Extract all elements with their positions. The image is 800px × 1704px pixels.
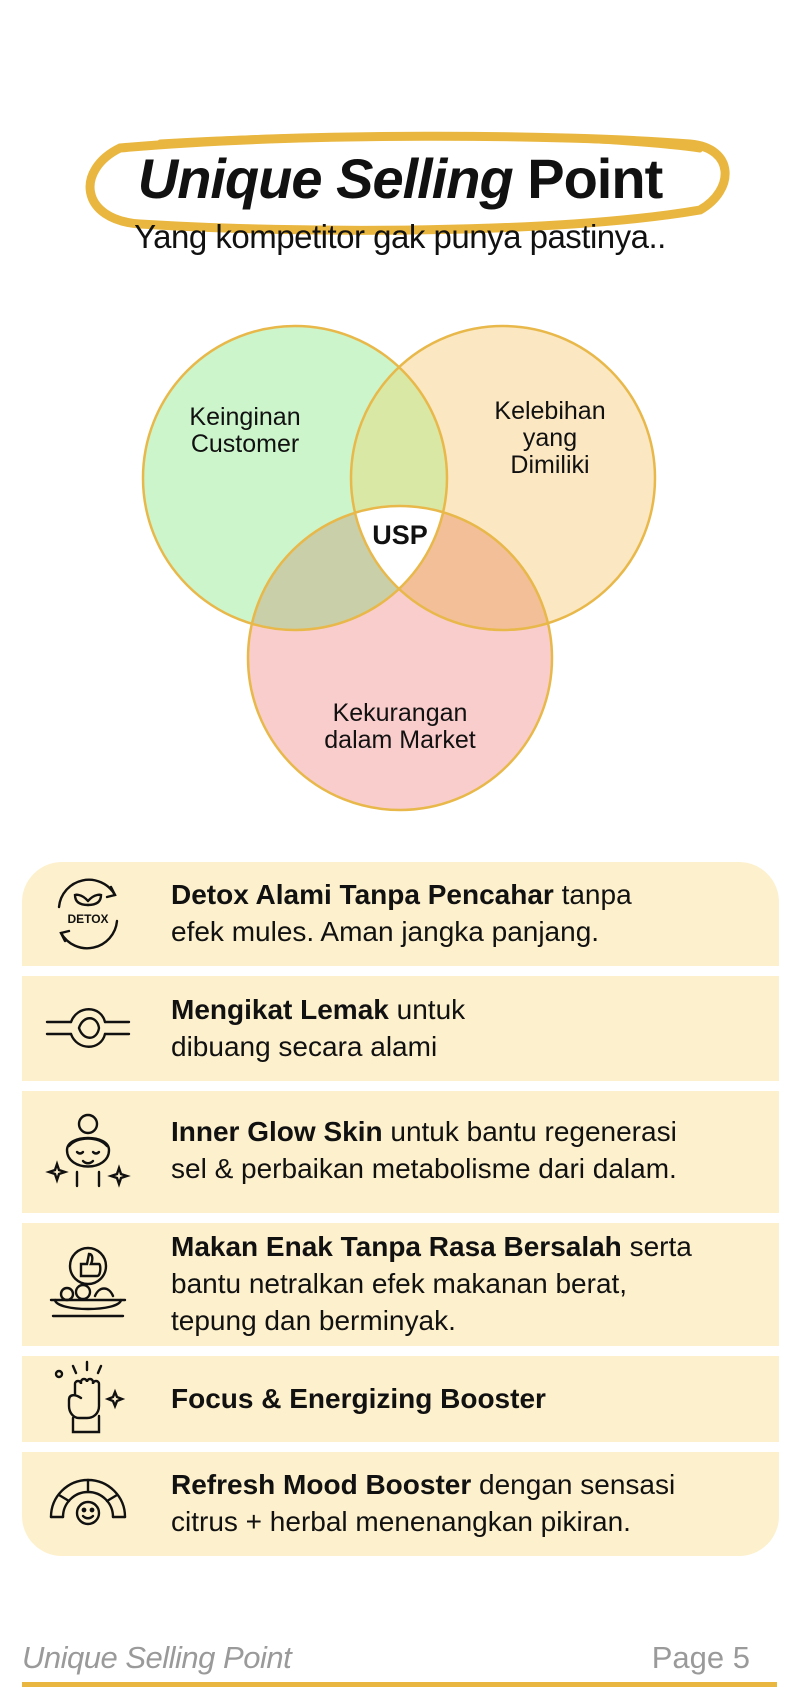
feature-rest: untuk bantu regenerasi xyxy=(382,1116,677,1147)
feature-bold: Inner Glow Skin xyxy=(171,1116,383,1147)
venn-diagram: Keinginan Customer Kelebihan yang Dimili… xyxy=(0,300,800,840)
feature-rest: tanpa xyxy=(553,879,632,910)
feature-bold: Refresh Mood Booster xyxy=(171,1469,472,1500)
feature-item-fat: Mengikat Lemak untuk dibuang secara alam… xyxy=(22,976,779,1081)
venn-label-line: Kelebihan xyxy=(494,397,606,425)
feature-item-mood: Refresh Mood Booster dengan sensasi citr… xyxy=(22,1452,779,1556)
feature-line-2: bantu netralkan efek makanan berat, xyxy=(171,1268,628,1299)
venn-label-usp: USP xyxy=(372,520,428,550)
page-subtitle: Yang kompetitor gak punya pastinya.. xyxy=(134,218,666,255)
svg-text:DETOX: DETOX xyxy=(67,912,108,926)
feature-bold: Mengikat Lemak xyxy=(171,994,389,1025)
feature-line-1: Inner Glow Skin untuk bantu regenerasi xyxy=(171,1113,761,1150)
feature-text: Makan Enak Tanpa Rasa Bersalah serta ban… xyxy=(171,1228,761,1339)
feature-rest: untuk xyxy=(388,994,466,1025)
feature-bold: Detox Alami Tanpa Pencahar xyxy=(171,879,554,910)
feature-bold: Focus & Energizing Booster xyxy=(171,1383,546,1414)
feature-text: Mengikat Lemak untuk dibuang secara alam… xyxy=(171,991,761,1065)
feature-line-2: sel & perbaikan metabolisme dari dalam. xyxy=(171,1153,677,1184)
detox-icon: DETOX xyxy=(42,868,134,960)
footer-title: Unique Selling Point xyxy=(22,1640,292,1675)
venn-label-line: Customer xyxy=(190,430,300,458)
fist-energy-icon xyxy=(42,1353,134,1445)
title-area: Unique Selling Point xyxy=(0,130,800,240)
feature-item-skin: Inner Glow Skin untuk bantu regenerasi s… xyxy=(22,1091,779,1213)
title-regular: Point xyxy=(527,147,663,210)
venn-label-line: dalam Market xyxy=(324,726,476,754)
feature-item-detox: DETOX Detox Alami Tanpa Pencahar tanpa e… xyxy=(22,862,779,966)
venn-label-line: Keinginan xyxy=(189,403,301,431)
venn-label-line: Dimiliki xyxy=(510,451,590,479)
venn-label-line: Kekurangan xyxy=(332,699,468,727)
feature-line-1: Mengikat Lemak untuk xyxy=(171,991,761,1028)
venn-svg xyxy=(141,324,657,812)
footer-divider xyxy=(22,1682,777,1687)
feature-text: Focus & Energizing Booster xyxy=(171,1380,761,1417)
feature-bold: Makan Enak Tanpa Rasa Bersalah xyxy=(171,1231,622,1262)
feature-line-1: Makan Enak Tanpa Rasa Bersalah serta xyxy=(171,1228,761,1265)
venn-label-market: Kekurangan dalam Market xyxy=(300,700,500,754)
feature-text: Refresh Mood Booster dengan sensasi citr… xyxy=(171,1466,761,1540)
venn-label-advantage: Kelebihan yang Dimiliki xyxy=(470,398,630,479)
title-brush-oval xyxy=(85,131,730,235)
knot-icon xyxy=(42,982,134,1074)
food-thumbs-up-icon xyxy=(42,1237,134,1329)
feature-line-1: Refresh Mood Booster dengan sensasi xyxy=(171,1466,761,1503)
venn-label-line: yang xyxy=(522,424,578,452)
footer-page-number: Page 5 xyxy=(651,1640,750,1675)
feature-line-1: Focus & Energizing Booster xyxy=(171,1380,761,1417)
feature-rest: serta xyxy=(621,1231,692,1262)
mood-gauge-icon xyxy=(42,1454,134,1546)
feature-line-2: dibuang secara alami xyxy=(171,1031,438,1062)
feature-line-1: Detox Alami Tanpa Pencahar tanpa xyxy=(171,876,761,913)
feature-text: Detox Alami Tanpa Pencahar tanpa efek mu… xyxy=(171,876,761,950)
feature-line-2: efek mules. Aman jangka panjang. xyxy=(171,916,600,947)
feature-text: Inner Glow Skin untuk bantu regenerasi s… xyxy=(171,1113,761,1187)
feature-item-focus: Focus & Energizing Booster xyxy=(22,1356,779,1442)
title-italic: Unique Selling xyxy=(137,147,514,210)
feature-rest: dengan sensasi xyxy=(471,1469,676,1500)
venn-label-customer: Keinginan Customer xyxy=(160,404,330,458)
feature-line-2: citrus + herbal menenangkan pikiran. xyxy=(171,1506,631,1537)
glow-face-icon xyxy=(42,1105,134,1197)
feature-line-3: tepung dan berminyak. xyxy=(171,1305,456,1336)
page-title: Unique Selling Point xyxy=(0,144,800,214)
feature-item-food: Makan Enak Tanpa Rasa Bersalah serta ban… xyxy=(22,1223,779,1346)
